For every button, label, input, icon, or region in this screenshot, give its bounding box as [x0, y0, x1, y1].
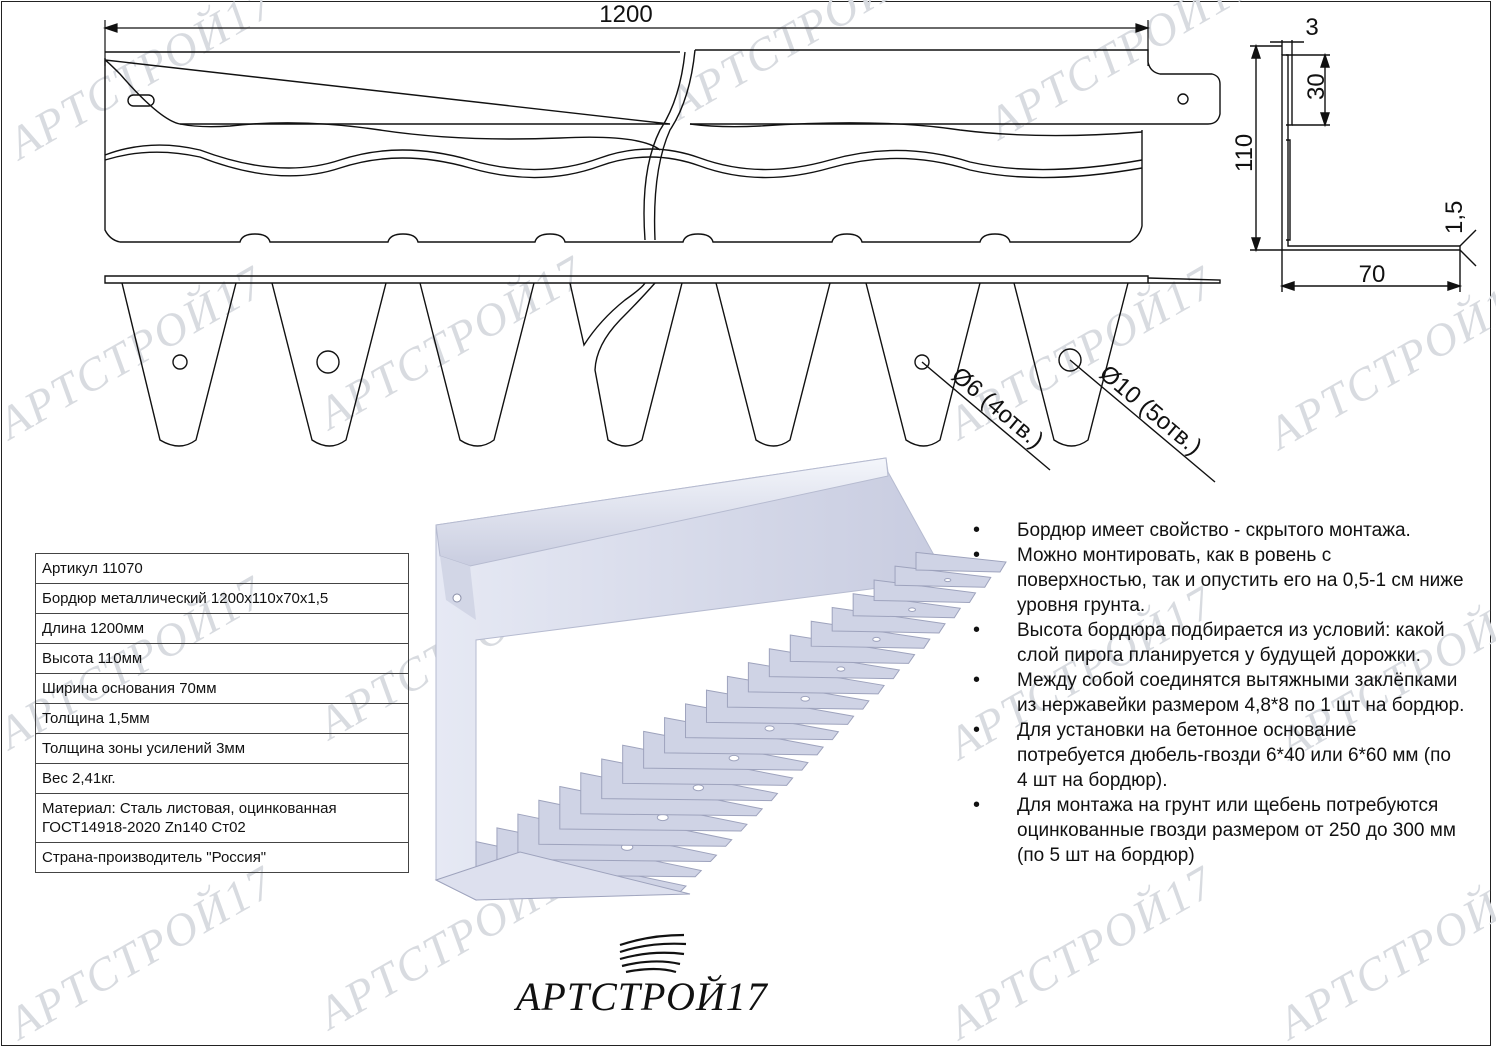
dim-top-label: 3	[1305, 14, 1318, 41]
spec-cell: Вес 2,41кг.	[35, 763, 409, 794]
render-spike-hole	[872, 636, 881, 642]
note-item: Можно монтировать, как в ровень с поверх…	[973, 543, 1465, 618]
spec-row: Бордюр металлический 1200x110x70x1,5	[35, 583, 409, 614]
watermark: АРТСТРОЙ17	[307, 246, 593, 441]
spec-cell: Материал: Сталь листовая, оцинкованная Г…	[35, 793, 409, 843]
logo-text: АРТСТРОЙ17	[516, 974, 768, 1019]
plan-view	[104, 275, 1221, 483]
product-render	[434, 457, 1007, 901]
profile-section	[1250, 40, 1477, 292]
dim-height-label: 110	[1231, 134, 1258, 172]
spec-row: Вес 2,41кг.	[35, 763, 409, 794]
spec-cell: Высота 110мм	[35, 643, 409, 674]
note-item: Для установки на бетонное основание потр…	[973, 718, 1465, 793]
render-spike-hole	[944, 577, 952, 583]
note-item: Для монтажа на грунт или щебень потребую…	[973, 793, 1465, 868]
length-dimension	[103, 20, 1150, 66]
spec-row: Артикул 11070	[35, 553, 409, 584]
spec-cell: Бордюр металлический 1200x110x70x1,5	[35, 583, 409, 614]
spec-row: Длина 1200мм	[35, 613, 409, 644]
render-spike-hole	[692, 784, 704, 792]
hole-large-label: Ø10 (5отв.)	[1094, 360, 1207, 461]
watermark: АРТСТРОЙ17	[977, 0, 1263, 150]
spec-row: Высота 110мм	[35, 643, 409, 674]
spec-row: Ширина основания 70мм	[35, 673, 409, 704]
note-item: Высота бордюра подбирается из условий: к…	[973, 618, 1465, 668]
watermark: АРТСТРОЙ17	[1267, 856, 1496, 1049]
dim-base-label: 70	[1359, 261, 1386, 288]
feature-notes: Бордюр имеет свойство - скрытого монтажа…	[973, 518, 1465, 868]
render-spike-hole	[836, 666, 846, 672]
elevation-view	[104, 49, 1221, 243]
spec-row: Материал: Сталь листовая, оцинкованная Г…	[35, 793, 409, 843]
spec-cell: Артикул 11070	[35, 553, 409, 584]
watermark: АРТСТРОЙ17	[0, 856, 283, 1049]
watermark: АРТСТРОЙ17	[1257, 266, 1496, 461]
render-spike-hole	[800, 695, 811, 702]
render-spike-hole	[764, 725, 775, 732]
watermark: АРТСТРОЙ17	[0, 256, 273, 451]
watermark: АРТСТРОЙ17	[937, 856, 1223, 1049]
spec-cell: Длина 1200мм	[35, 613, 409, 644]
spec-cell: Толщина 1,5мм	[35, 703, 409, 734]
spec-cell: Ширина основания 70мм	[35, 673, 409, 704]
render-spike-hole	[908, 607, 916, 613]
spec-cell: Страна-производитель "Россия"	[35, 842, 409, 873]
dim-rib-label: 30	[1303, 73, 1330, 100]
note-item: Между собой соединятся вытяжными заклёпк…	[973, 668, 1465, 718]
spec-row: Страна-производитель "Россия"	[35, 842, 409, 873]
spec-row: Толщина зоны усилений 3мм	[35, 733, 409, 764]
watermark: АРТСТРОЙ17	[0, 0, 283, 170]
dim-thickness-label: 1,5	[1441, 201, 1468, 234]
spec-cell: Толщина зоны усилений 3мм	[35, 733, 409, 764]
spec-row: Толщина 1,5мм	[35, 703, 409, 734]
logo-emblem	[619, 933, 687, 974]
watermark: АРТСТРОЙ17	[657, 0, 943, 130]
dim-length-label: 1200	[599, 1, 652, 28]
note-item: Бордюр имеет свойство - скрытого монтажа…	[973, 518, 1465, 543]
render-spike-hole	[728, 754, 740, 762]
